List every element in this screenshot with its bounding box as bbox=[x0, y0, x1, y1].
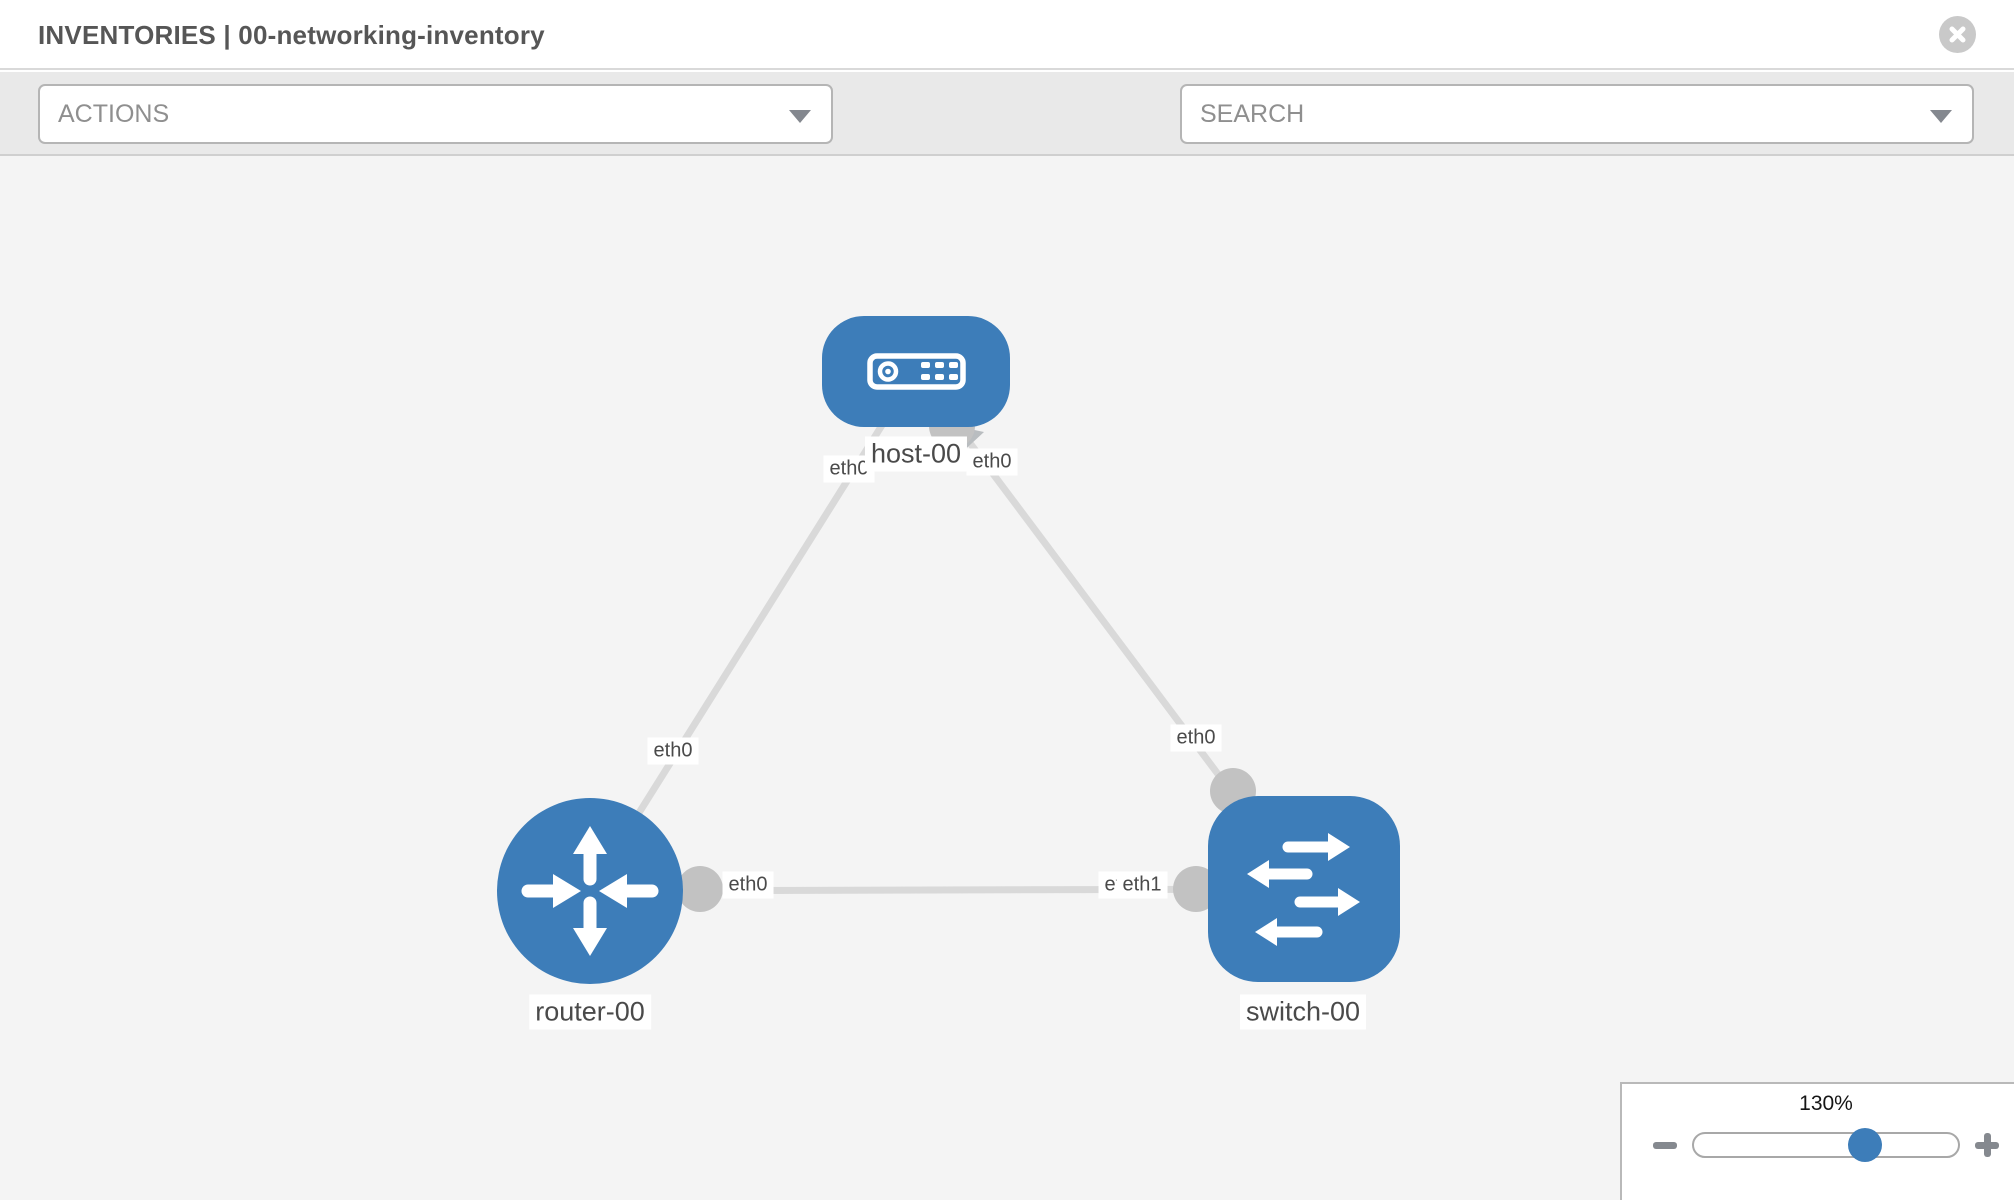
actions-dropdown-label: ACTIONS bbox=[58, 100, 170, 128]
search-dropdown[interactable]: SEARCH bbox=[1180, 84, 1974, 144]
node-router-00[interactable] bbox=[497, 798, 683, 984]
topology-links-layer bbox=[587, 368, 1307, 912]
interface-label-router-switch-router: eth0 bbox=[722, 871, 774, 899]
node-label-router-00: router-00 bbox=[529, 994, 651, 1030]
interface-endpoint-router[interactable] bbox=[677, 866, 723, 912]
interface-endpoint-switch-mid[interactable] bbox=[1173, 866, 1219, 912]
interface-label-host-router-router: eth0 bbox=[647, 737, 699, 765]
close-icon bbox=[1949, 26, 1966, 43]
search-dropdown-label: SEARCH bbox=[1200, 100, 1305, 128]
header-bar: INVENTORIES | 00-networking-inventory bbox=[0, 0, 2014, 70]
node-switch-00[interactable] bbox=[1208, 796, 1400, 982]
zoom-slider[interactable] bbox=[1692, 1132, 1960, 1158]
node-label-switch-00: switch-00 bbox=[1239, 994, 1367, 1030]
actions-dropdown[interactable]: ACTIONS bbox=[38, 84, 833, 144]
page-title: INVENTORIES | 00-networking-inventory bbox=[38, 20, 545, 50]
interface-label-host-switch-host: eth0 bbox=[966, 448, 1018, 476]
close-button[interactable] bbox=[1939, 16, 1976, 53]
zoom-in-button[interactable] bbox=[1974, 1132, 2000, 1158]
node-label-host-00: host-00 bbox=[864, 436, 968, 472]
chevron-down-icon bbox=[1930, 110, 1952, 123]
zoom-panel: 130% bbox=[1620, 1082, 2014, 1200]
router-icon bbox=[521, 826, 659, 956]
zoom-level-value: 130% bbox=[1799, 1092, 1853, 1115]
topology-canvas[interactable]: eth0 host-00 eth0 eth0 eth0 eth0 eth0 et… bbox=[0, 156, 2014, 1200]
switch-icon bbox=[1247, 833, 1360, 946]
interface-label-host-switch-switch: eth0 bbox=[1170, 724, 1222, 752]
plus-icon-v bbox=[1984, 1133, 1991, 1157]
zoom-slider-thumb[interactable] bbox=[1848, 1128, 1882, 1162]
toolbar: ACTIONS SEARCH bbox=[0, 72, 2014, 203]
interface-label-router-switch-switch-front: eth1 bbox=[1116, 871, 1168, 899]
minus-icon bbox=[1653, 1142, 1677, 1149]
chevron-down-icon bbox=[789, 110, 811, 123]
host-icon bbox=[867, 353, 966, 390]
zoom-out-button[interactable] bbox=[1652, 1132, 1678, 1158]
node-host-00[interactable] bbox=[822, 316, 1010, 427]
